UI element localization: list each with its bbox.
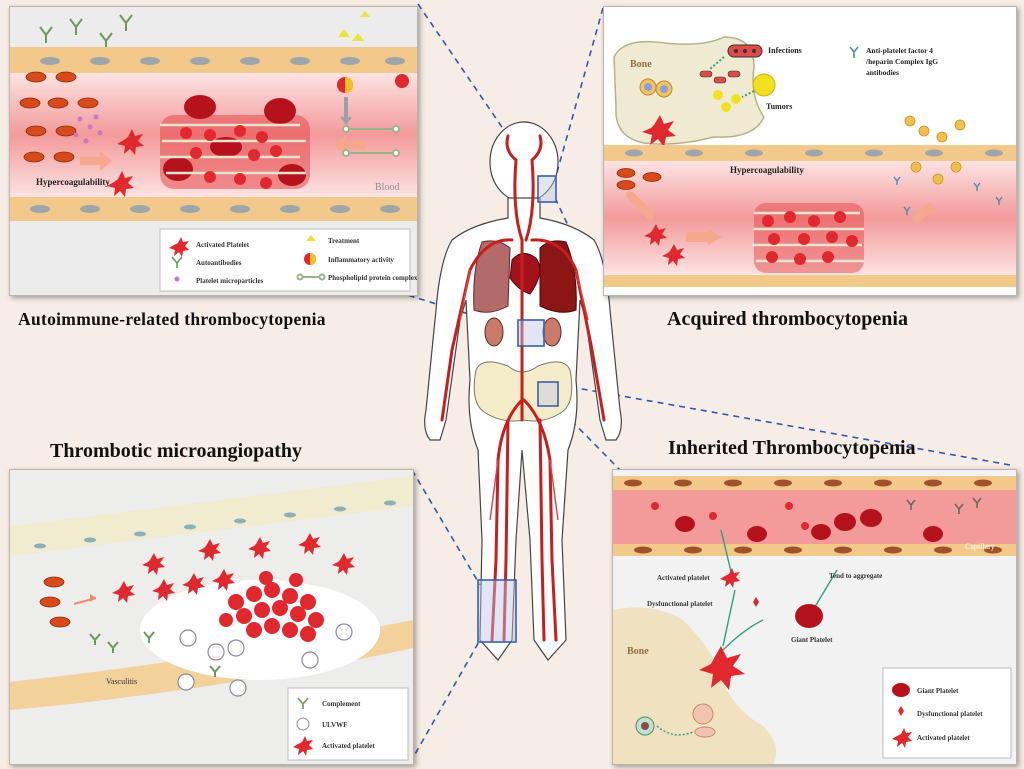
svg-text:Dysfunctional platelet: Dysfunctional platelet xyxy=(917,710,983,718)
title-autoimmune: Autoimmune-related thrombocytopenia xyxy=(18,309,326,329)
svg-text:Giant Platelet: Giant Platelet xyxy=(917,687,959,695)
panel-inherited: Capillary Bone Activated platelet Dysfun… xyxy=(612,469,1017,765)
svg-text:/heparin Complex IgG: /heparin Complex IgG xyxy=(865,57,938,66)
panel-autoimmune: Hypercoagulability Blood Activated Plate… xyxy=(9,6,418,296)
panel-acquired: Bone Infections Tumors Anti-platelet fac… xyxy=(603,6,1017,296)
svg-text:Dysfunctional platelet: Dysfunctional platelet xyxy=(647,600,713,608)
panel-tma: Vasculitis Complement ULVWF Activated pl… xyxy=(9,469,414,765)
hypercoag-label: Hypercoagulability xyxy=(36,177,110,187)
tma-vessel-diagram: Vasculitis Complement ULVWF Activated pl… xyxy=(10,470,413,764)
title-acquired: Acquired thrombocytopenia xyxy=(667,308,908,330)
legend-activated-platelet-icon xyxy=(169,237,189,257)
svg-text:Anti-platelet factor 4: Anti-platelet factor 4 xyxy=(866,46,933,55)
blood-label: Blood xyxy=(375,182,399,193)
svg-text:Autoantibodies: Autoantibodies xyxy=(196,259,242,267)
svg-text:Giant Platelet: Giant Platelet xyxy=(791,636,833,644)
thrombus xyxy=(160,95,310,189)
bone-label-br: Bone xyxy=(627,646,649,657)
svg-text:Complement: Complement xyxy=(322,700,361,708)
svg-text:Treatment: Treatment xyxy=(328,237,360,245)
svg-text:ULVWF: ULVWF xyxy=(322,721,347,729)
vasculitis-label: Vasculitis xyxy=(106,677,137,686)
title-tma: Thrombotic microangiopathy xyxy=(50,440,303,462)
svg-text:Capillary: Capillary xyxy=(965,542,995,551)
legend-autoantibody-icon xyxy=(171,256,183,268)
title-inherited: Inherited Thrombocytopenia xyxy=(668,437,916,459)
svg-text:Hypercoagulability: Hypercoagulability xyxy=(730,165,804,175)
svg-text:Inflammatory activity: Inflammatory activity xyxy=(328,256,394,264)
bone-label-tr: Bone xyxy=(630,59,652,70)
svg-text:Platelet microparticles: Platelet microparticles xyxy=(196,277,264,285)
svg-text:Activated platelet: Activated platelet xyxy=(322,742,375,750)
acquired-vessel-diagram: Bone Infections Tumors Anti-platelet fac… xyxy=(604,7,1016,295)
svg-text:Phospholipid protein complex: Phospholipid protein complex xyxy=(328,274,417,282)
svg-text:Activated Platelet: Activated Platelet xyxy=(196,241,250,249)
autoimmune-vessel-diagram: Hypercoagulability Blood Activated Plate… xyxy=(10,7,417,295)
right-lung xyxy=(539,240,577,313)
svg-text:Tumors: Tumors xyxy=(766,102,792,111)
svg-text:Activated platelet: Activated platelet xyxy=(917,734,970,742)
heart xyxy=(509,253,541,295)
svg-text:Activated platelet: Activated platelet xyxy=(657,574,710,582)
inherited-vessel-diagram: Capillary Bone Activated platelet Dysfun… xyxy=(613,470,1016,764)
human-body-illustration xyxy=(424,121,622,661)
svg-text:Tend to aggregate: Tend to aggregate xyxy=(829,572,882,580)
svg-text:antibodies: antibodies xyxy=(866,68,899,77)
left-lung xyxy=(473,240,511,313)
svg-text:Infections: Infections xyxy=(768,46,802,55)
